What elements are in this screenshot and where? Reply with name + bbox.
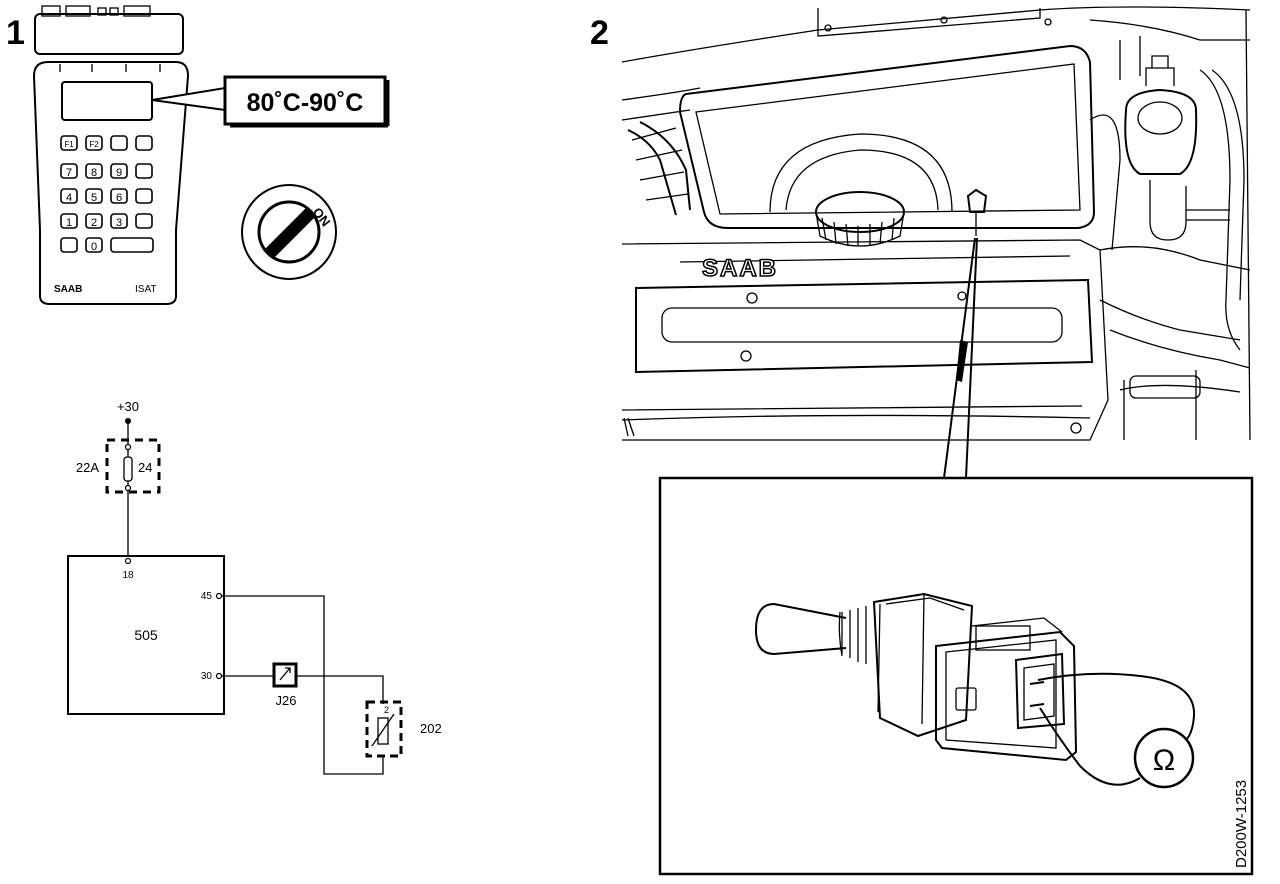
svg-text:F2: F2 bbox=[89, 140, 99, 149]
key-down bbox=[135, 213, 153, 229]
ecu-pin-30: 30 bbox=[201, 671, 213, 682]
coolant-sensor-location bbox=[966, 188, 988, 213]
key-3 bbox=[110, 213, 128, 229]
key-f1 bbox=[60, 135, 78, 151]
svg-text:7: 7 bbox=[66, 167, 72, 179]
key-enter bbox=[110, 237, 154, 253]
tester-body bbox=[32, 61, 190, 305]
sensor-tip bbox=[754, 602, 847, 656]
callout-pointer bbox=[151, 86, 226, 112]
key-9 bbox=[110, 163, 128, 179]
wire-pin-45 bbox=[222, 595, 384, 775]
sensor-pin-2: 2 bbox=[384, 705, 389, 715]
ecu-pin-18: 18 bbox=[122, 570, 134, 581]
fluid-reservoir bbox=[1124, 88, 1198, 175]
key-5 bbox=[85, 188, 103, 204]
panel-2-number: 2 bbox=[590, 14, 609, 52]
key-8 bbox=[85, 163, 103, 179]
wiring-diagram: +30 22A 24 18 505 45 30 J26 2 202 bbox=[67, 399, 442, 775]
ohm-symbol: Ω bbox=[1153, 744, 1175, 777]
panel-1-number: 1 bbox=[6, 14, 25, 52]
fuse-symbol bbox=[123, 456, 133, 482]
ecu-pin-45: 45 bbox=[201, 591, 213, 602]
svg-text:4: 4 bbox=[66, 192, 72, 204]
tester-brand-label: SAAB bbox=[54, 284, 82, 295]
leader-line-right bbox=[965, 237, 978, 479]
ignition-switch: ON bbox=[241, 184, 337, 280]
figure-code: D200W-1253 bbox=[1233, 780, 1250, 868]
fuse-box bbox=[105, 438, 161, 494]
temperature-sensor-202 bbox=[365, 700, 403, 758]
tester-top-module bbox=[34, 13, 184, 55]
connector-latch bbox=[955, 687, 977, 711]
supply-label: +30 bbox=[117, 399, 139, 414]
intake-cover bbox=[678, 44, 1096, 229]
diagnostic-tester: F1 F2 7 8 9 4 5 6 1 2 3 bbox=[32, 5, 190, 305]
valve-cover bbox=[635, 278, 1094, 374]
svg-text:9: 9 bbox=[116, 167, 122, 179]
temperature-reading: 80˚C-90˚C bbox=[247, 89, 364, 117]
engine-saab-badge: SAAB bbox=[702, 255, 778, 282]
tester-screen bbox=[61, 81, 153, 121]
svg-text:6: 6 bbox=[116, 192, 122, 204]
tester-keypad: F1 F2 7 8 9 4 5 6 1 2 3 bbox=[60, 135, 154, 253]
svg-text:5: 5 bbox=[91, 192, 97, 204]
key-right bbox=[135, 188, 153, 204]
ignition-key-slot bbox=[264, 208, 315, 259]
probe-wire-2 bbox=[1039, 707, 1141, 786]
key-2 bbox=[85, 213, 103, 229]
svg-text:0: 0 bbox=[91, 241, 97, 253]
connector-body bbox=[935, 630, 1078, 762]
probe-wire-1 bbox=[1037, 672, 1196, 745]
key-1 bbox=[60, 213, 78, 229]
svg-text:F1: F1 bbox=[64, 140, 74, 149]
ecu-505 bbox=[67, 555, 225, 715]
key-4 bbox=[60, 188, 78, 204]
key-7 bbox=[60, 163, 78, 179]
svg-text:3: 3 bbox=[116, 217, 122, 229]
temperature-callout bbox=[223, 75, 387, 126]
junction-label: J26 bbox=[276, 693, 297, 708]
key-help bbox=[135, 135, 153, 151]
svg-text:8: 8 bbox=[91, 167, 97, 179]
ecu-label: 505 bbox=[134, 627, 158, 643]
fuse-number: 24 bbox=[138, 460, 152, 475]
key-0 bbox=[85, 237, 103, 253]
svg-text:1: 1 bbox=[66, 217, 72, 229]
key-6 bbox=[110, 188, 128, 204]
key-menu bbox=[110, 135, 128, 151]
engine-bay-illustration: SAAB bbox=[621, 6, 1251, 441]
key-clear bbox=[60, 237, 78, 253]
svg-text:2: 2 bbox=[91, 217, 97, 229]
fuse-box-label: 22A bbox=[76, 460, 99, 475]
ohmmeter bbox=[1133, 727, 1195, 789]
sensor-label: 202 bbox=[420, 721, 442, 736]
key-up bbox=[135, 163, 153, 179]
key-f2 bbox=[85, 135, 103, 151]
tester-model-label: ISAT bbox=[135, 284, 156, 295]
sensor-connector-detail: Ω bbox=[754, 592, 1196, 789]
sensor-detail-box bbox=[658, 476, 1254, 876]
